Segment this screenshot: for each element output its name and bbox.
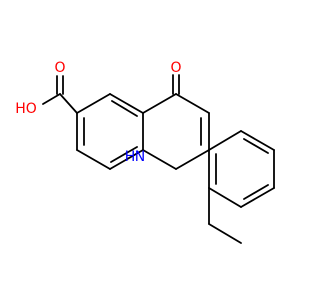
bond-10: [175, 149, 210, 170]
bond-6: [76, 93, 111, 114]
chemical-structure-diagram: O O HO N H: [15, 60, 275, 244]
bond-acid-c-oh: [42, 93, 61, 105]
bond-4: [76, 149, 111, 170]
hydroxyl-label: HO: [15, 101, 37, 117]
bonds: [42, 74, 275, 244]
bond-7: [142, 93, 177, 114]
bond-3: [109, 149, 144, 170]
hydrogen-label: H: [125, 149, 136, 165]
bond-8: [175, 93, 210, 114]
double-bond-inner-1: [111, 100, 138, 117]
bond-phenyl-double-1: [243, 138, 269, 154]
oxygen-acid-label: O: [54, 60, 65, 76]
bond-ethyl-2: [208, 223, 242, 244]
double-bond-inner-2: [110, 146, 138, 163]
nitrogen-label: N: [135, 149, 145, 165]
bond-phenyl-4: [208, 187, 242, 208]
oxygen-top-label: O: [170, 60, 181, 76]
bond-11: [142, 149, 177, 170]
bond-phenyl-3: [240, 187, 275, 208]
bond-phenyl-1: [240, 130, 275, 151]
bond-aryl-link: [208, 130, 242, 151]
bond-acid-1: [59, 93, 78, 114]
atom-labels: O O HO N H: [15, 60, 181, 165]
bond-1: [109, 93, 144, 114]
bond-phenyl-double-2: [243, 184, 269, 200]
